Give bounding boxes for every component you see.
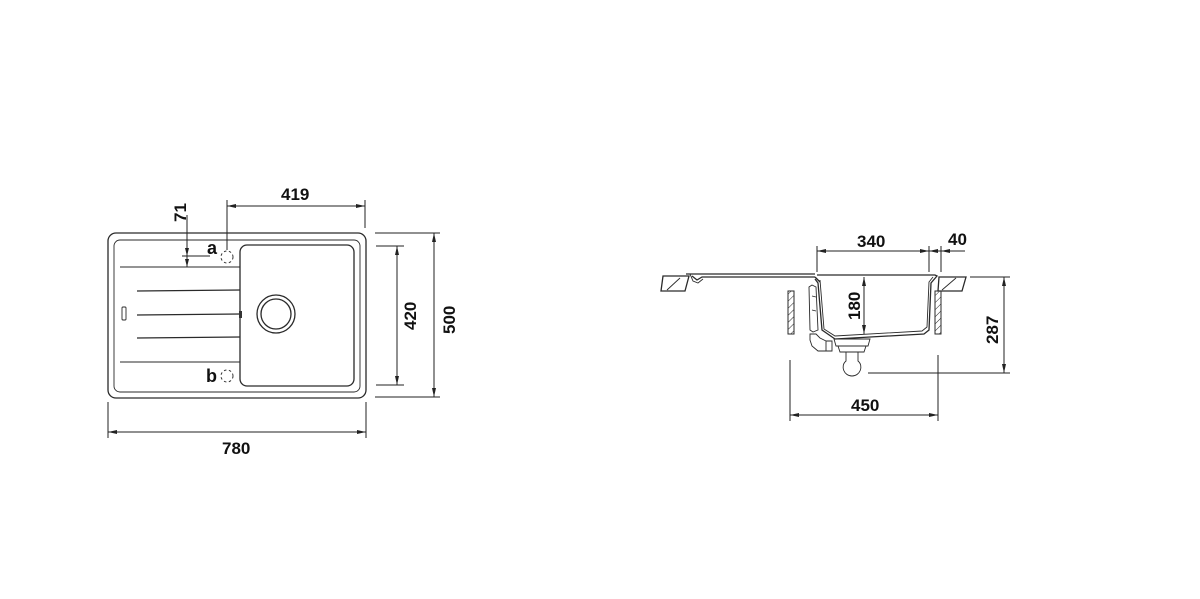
sink-outer-outline: [107, 232, 367, 399]
dim-71-label: 71: [171, 203, 190, 222]
tap-hole-a-label: a: [207, 238, 218, 258]
tap-hole-b-icon: [220, 369, 234, 383]
overflow-slot-icon: [121, 306, 127, 321]
dim-419-label: 419: [281, 185, 309, 204]
sink-top-surface: [686, 273, 815, 281]
dim-180-label: 180: [845, 292, 864, 320]
tap-hole-a-icon: [220, 250, 234, 264]
drain-trap: [842, 351, 862, 377]
drain-inner-ring: [260, 298, 292, 330]
top-view: a b 419 71 420 500 780: [107, 185, 459, 458]
dim-287-label: 287: [983, 316, 1002, 344]
dim-40-label: 40: [948, 230, 967, 249]
drainer-rib-2: [136, 313, 241, 316]
dim-500-label: 500: [440, 306, 459, 334]
dim-780-label: 780: [222, 439, 250, 458]
dim-340-label: 340: [857, 232, 885, 251]
worktop-right: [937, 276, 967, 292]
overflow-pipe: [808, 284, 819, 333]
worktop-left: [660, 275, 690, 292]
dim-420-label: 420: [401, 302, 420, 330]
dim-450-label: 450: [851, 396, 879, 415]
drainer-rib-3: [136, 336, 241, 339]
rib-notch: [239, 311, 242, 318]
drainer-rib-1: [136, 289, 241, 292]
drain-outer-ring: [256, 294, 296, 334]
tap-hole-b-label: b: [206, 366, 217, 386]
cabinet-wall-left: [787, 290, 795, 335]
sink-inner-outline: [113, 239, 361, 393]
cabinet-wall-right: [934, 290, 942, 335]
section-view: 340 40 180 287 450: [660, 230, 1010, 421]
bowl-profile: [814, 274, 939, 340]
drain-fitting: [809, 333, 827, 352]
